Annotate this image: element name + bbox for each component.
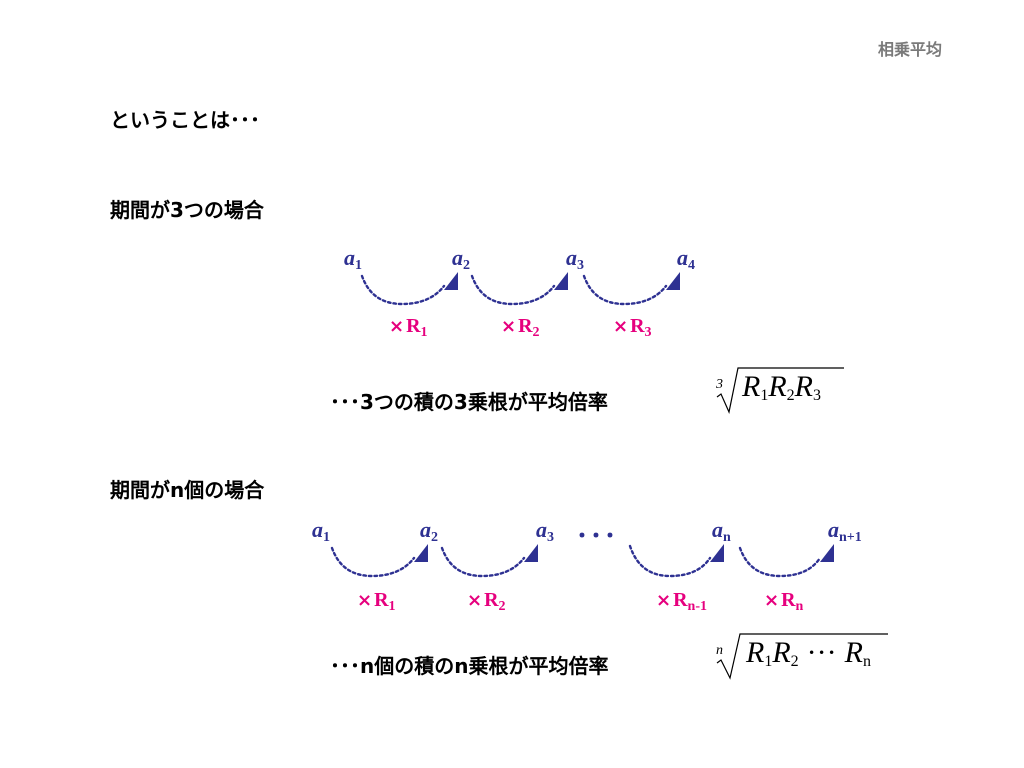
- arrowhead-a4: [666, 272, 680, 290]
- node-a4: a4: [677, 245, 695, 273]
- arc-n-a1-a2: [330, 546, 416, 578]
- node-n-an: an: [712, 517, 731, 545]
- sequence-ellipsis: ･･･: [576, 522, 618, 550]
- factor-r1: ×R1: [389, 315, 428, 340]
- arrowhead-n-a2: [414, 544, 428, 562]
- factor-n-rn1: ×Rn-1: [656, 589, 707, 614]
- formula-n-terms: R1R2···Rn: [746, 636, 871, 670]
- node-n-an1: an+1: [828, 517, 862, 545]
- factor-r2: ×R2: [501, 315, 540, 340]
- slide-title: 相乗平均: [878, 40, 943, 59]
- node-n-a3: a3: [536, 517, 554, 545]
- node-a3: a3: [566, 245, 584, 273]
- section-three-heading: 期間が3つの場合: [110, 198, 264, 222]
- arc-a1-a2: [360, 274, 446, 306]
- arc-a2-a3: [470, 274, 556, 306]
- arrowhead-n-an: [710, 544, 724, 562]
- arrowhead-a3: [554, 272, 568, 290]
- section-n-heading: 期間がn個の場合: [110, 478, 265, 502]
- node-a1: a1: [344, 245, 362, 273]
- arc-a3-a4: [582, 274, 668, 306]
- factor-r3: ×R3: [613, 315, 652, 340]
- factor-n-rn: ×Rn: [764, 589, 804, 614]
- radical-sign-n: [716, 633, 888, 680]
- arc-n-an-an1: [738, 546, 822, 578]
- factor-n-r1: ×R1: [357, 589, 396, 614]
- intro-text: ということは･･･: [110, 108, 260, 132]
- nth-root-formula: n R1R2···Rn: [716, 636, 871, 670]
- arc-n-a2-a3: [440, 546, 526, 578]
- arrowhead-n-an1: [820, 544, 834, 562]
- section-three-caption: ･･･3つの積の3乗根が平均倍率: [330, 390, 608, 414]
- arc-n-an1-an: [628, 544, 712, 578]
- cube-root-formula: 3 R1R2R3: [716, 370, 821, 404]
- arrowhead-a2: [444, 272, 458, 290]
- section-n-caption: ･･･n個の積のn乗根が平均倍率: [330, 654, 609, 678]
- node-n-a2: a2: [420, 517, 438, 545]
- factor-n-r2: ×R2: [467, 589, 506, 614]
- arrowhead-n-a3: [524, 544, 538, 562]
- formula-terms: R1R2R3: [742, 370, 821, 404]
- node-a2: a2: [452, 245, 470, 273]
- radical-sign-3: [716, 367, 844, 414]
- node-n-a1: a1: [312, 517, 330, 545]
